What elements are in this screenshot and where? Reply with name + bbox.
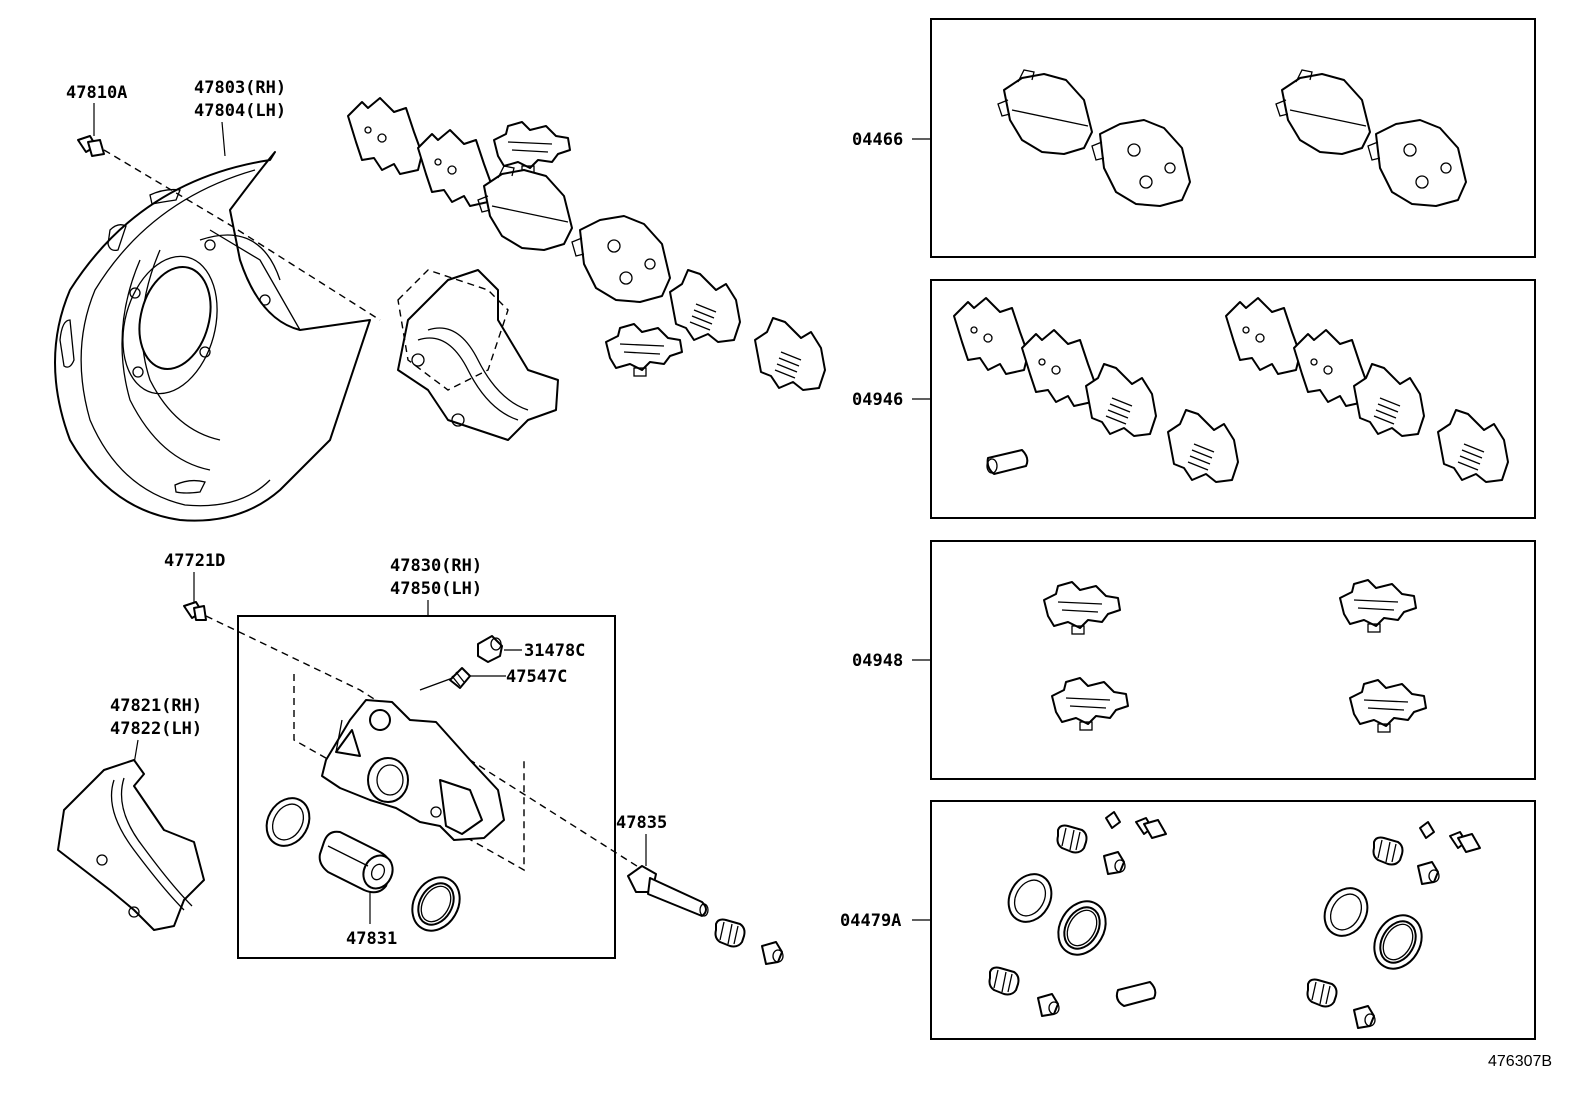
cap-31478c-drawing [477,635,503,663]
label-47803-rh: 47803(RH) [194,78,286,98]
label-04479a: 04479A [840,911,901,931]
pin-boot-drawing [714,918,746,948]
bleeder-screw-47547c-drawing [449,667,471,689]
label-47830-rh: 47830(RH) [390,556,482,576]
label-47547c: 47547C [506,667,567,687]
label-04946: 04946 [852,390,903,410]
label-47831: 47831 [346,929,397,949]
dust-cover-drawing [54,151,371,522]
label-47850-lh: 47850(LH) [390,579,482,599]
caliper-mount-upper-drawing [397,269,559,441]
kit-box-04466 [930,18,1536,258]
pad-kit-drawing [997,69,1467,207]
label-04466: 04466 [852,130,903,150]
clip-kit-drawing [1043,579,1427,733]
caliper-assembly-box [237,615,616,959]
label-04948: 04948 [852,651,903,671]
label-47821-rh: 47821(RH) [110,696,202,716]
label-47810a: 47810A [66,83,127,103]
label-47804-lh: 47804(LH) [194,101,286,121]
cylinder-boot-drawing [401,867,471,941]
diagram-id: 476307B [1488,1053,1552,1070]
label-47835: 47835 [616,813,667,833]
shim-kit-drawing [953,297,1509,483]
bolt-47721d-drawing [183,601,207,621]
kit-box-04948 [930,540,1536,780]
pin-bushing-drawing [761,941,784,965]
piston-seal-drawing [257,789,319,855]
guide-pin-47835-drawing [627,865,709,917]
piston-47831-drawing [318,830,394,894]
bolt-47810a-drawing [77,135,381,321]
cylinder-kit-drawing [988,811,1481,1029]
label-31478c: 31478C [524,641,585,661]
caliper-mount-lower-drawing [57,759,205,931]
label-47822-lh: 47822(LH) [110,719,202,739]
label-47721d: 47721D [164,551,225,571]
